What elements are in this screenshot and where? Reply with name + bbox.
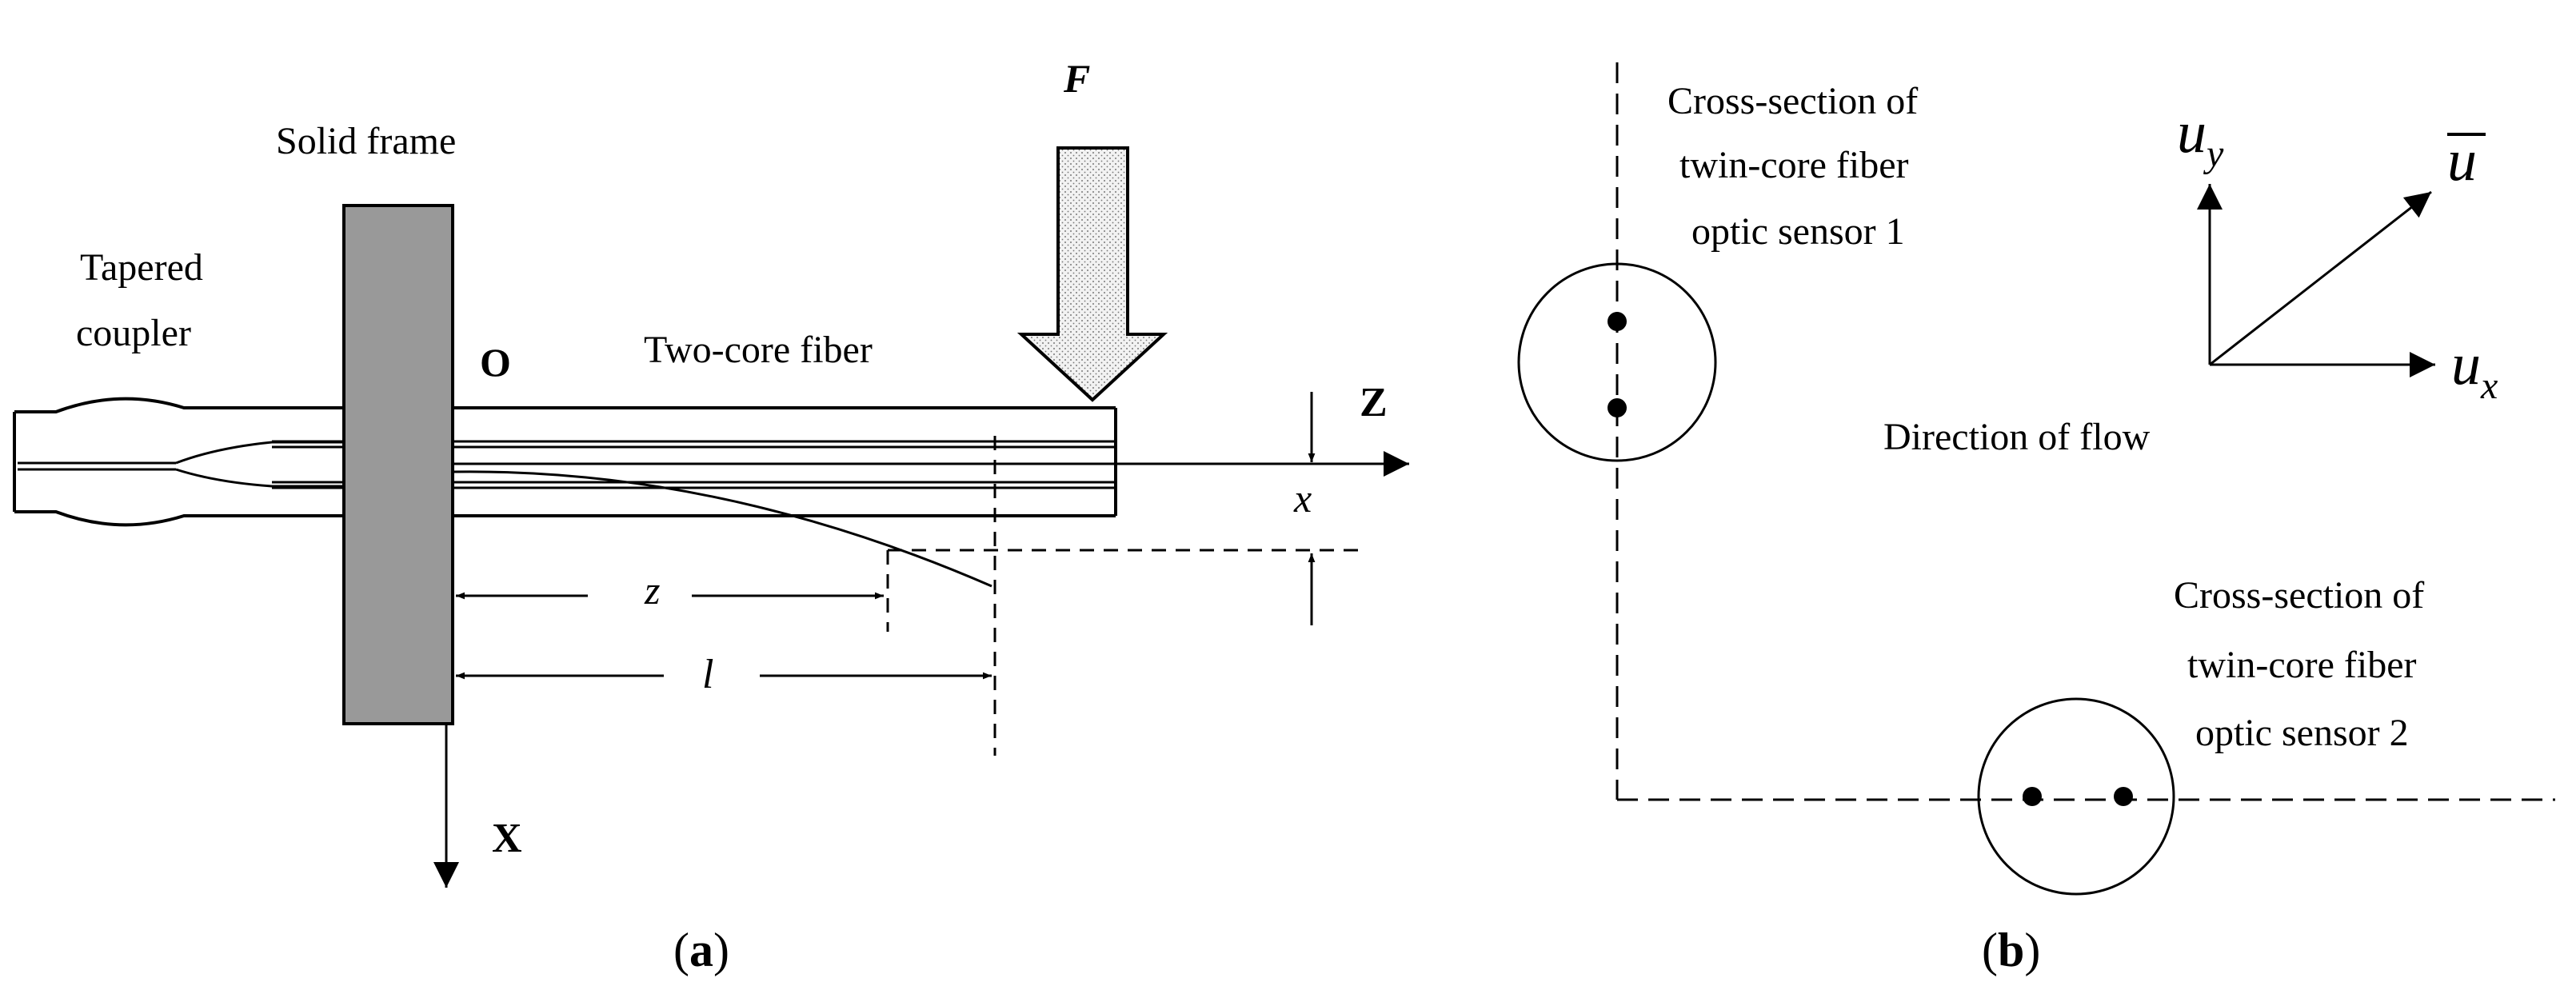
label-direction-of-flow: Direction of flow — [1883, 416, 2151, 458]
svg-text:u: u — [2447, 128, 2477, 194]
label-sensor-2-line-2: twin-core fiber — [2187, 644, 2417, 686]
label-ux: ux — [2451, 332, 2498, 407]
label-axis-z: Z — [1360, 380, 1388, 425]
label-sensor-1-line-3: optic sensor 1 — [1691, 210, 1905, 253]
label-deflection-x: x — [1293, 476, 1312, 521]
label-sensor-1-line-2: twin-core fiber — [1679, 144, 1909, 186]
label-force: F — [1063, 56, 1090, 101]
tapered-coupler — [13, 397, 344, 527]
ubar-vector-arrow — [2209, 190, 2432, 366]
sensor-1-cross-section — [1517, 262, 1717, 462]
label-ubar: u — [2447, 128, 2486, 194]
sensor-1-core-top — [1608, 312, 1627, 331]
sensor-2-core-left — [2023, 787, 2042, 806]
caption-b: (b) — [1982, 924, 2040, 976]
deflection-curve — [452, 470, 992, 588]
sensor-1-core-bottom — [1608, 398, 1627, 417]
label-two-core-fiber: Two-core fiber — [644, 329, 873, 371]
sensor-2-cross-section — [1977, 697, 2175, 896]
label-uy: uy — [2177, 100, 2224, 175]
sensor-2-core-right — [2114, 787, 2133, 806]
label-z: z — [644, 568, 660, 613]
label-sensor-2-line-3: optic sensor 2 — [2195, 712, 2409, 754]
label-coupler: coupler — [76, 312, 191, 354]
force-arrow — [1016, 146, 1168, 402]
label-solid-frame: Solid frame — [276, 120, 456, 162]
label-l: l — [702, 652, 713, 697]
label-tapered: Tapered — [80, 246, 203, 289]
caption-a: (a) — [673, 924, 729, 976]
panel-a: Solid frame Tapered coupler O Two-core f… — [13, 56, 1409, 976]
label-sensor-1-line-1: Cross-section of — [1667, 80, 1918, 122]
label-axis-x: X — [492, 816, 522, 861]
label-sensor-2-line-1: Cross-section of — [2174, 574, 2424, 617]
label-origin: O — [480, 340, 511, 385]
solid-frame — [342, 204, 454, 725]
panel-b: Cross-section of twin-core fiber optic s… — [1517, 62, 2555, 976]
